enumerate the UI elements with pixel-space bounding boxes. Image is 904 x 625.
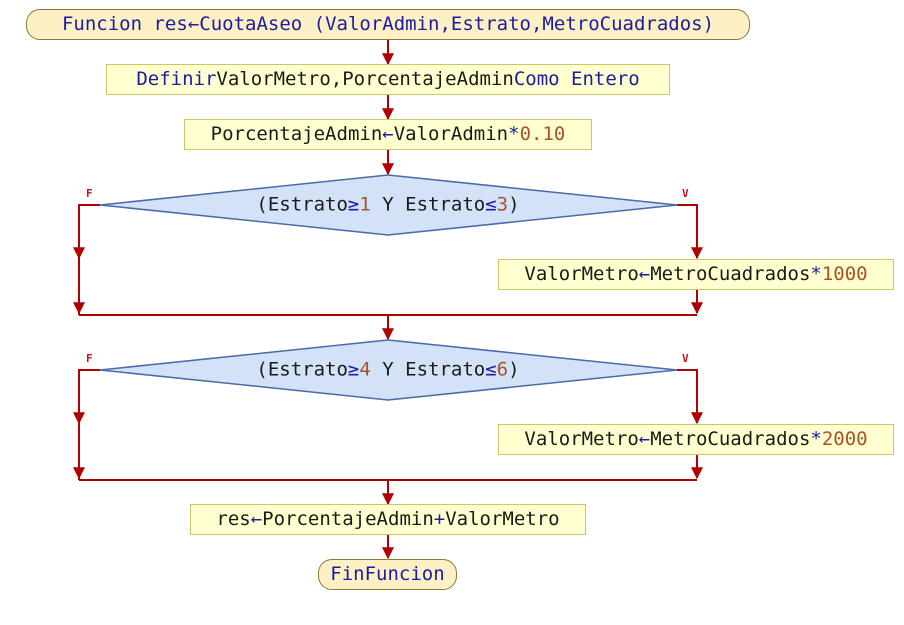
decision2-op-gte: ≥ xyxy=(347,358,360,381)
assign-arrow: ← xyxy=(250,508,263,530)
end-function-terminal: FinFuncion xyxy=(318,559,457,590)
assign-valor2-expr: MetroCuadrados xyxy=(650,428,811,450)
assign-porcentaje-expr: ValorAdmin xyxy=(393,123,509,145)
connector-decision1-false xyxy=(78,204,100,315)
decision1-num-low: 1 xyxy=(359,193,371,216)
assign-porcentaje-target: PorcentajeAdmin xyxy=(210,123,383,145)
decision2-false-label: F xyxy=(86,352,93,365)
decision1-text-3: ) xyxy=(508,193,520,216)
decision1-text-1: (Estrato xyxy=(256,193,348,216)
decision2-num-low: 4 xyxy=(359,358,371,381)
header-text-2: CuotaAseo (ValorAdmin,Estrato,MetroCuadr… xyxy=(199,13,715,35)
decision2-num-high: 6 xyxy=(496,358,509,381)
assign-valor-metro-1000-box: ValorMetro ← MetroCuadrados*1000 xyxy=(498,259,894,290)
decision2-true-label: V xyxy=(682,352,689,365)
decision1-text-2: Y Estrato xyxy=(370,193,486,216)
multiply-operator: * xyxy=(810,428,822,450)
decision1-op-lte: ≤ xyxy=(485,193,497,216)
plus-operator: + xyxy=(433,508,446,530)
decision1-diamond xyxy=(99,174,678,236)
decision2-condition: (Estrato≥4 Y Estrato≤6) xyxy=(256,358,520,381)
assign-valor1-expr: MetroCuadrados xyxy=(650,263,811,285)
percent-constant: 0.10 xyxy=(519,123,566,145)
assign-res-box: res ← PorcentajeAdmin+ValorMetro xyxy=(190,504,586,535)
define-keyword: Definir xyxy=(136,68,217,90)
decision2-op-lte: ≤ xyxy=(485,358,497,381)
assign-valor-metro-2000-box: ValorMetro ← MetroCuadrados*2000 xyxy=(498,424,894,455)
end-function-label: FinFuncion xyxy=(330,563,445,585)
decision2-text-2: Y Estrato xyxy=(370,358,486,381)
multiply-operator: * xyxy=(508,123,520,145)
function-header: Funcion res ← CuotaAseo (ValorAdmin,Estr… xyxy=(26,9,750,40)
define-variables: ValorMetro,PorcentajeAdmin xyxy=(216,68,514,90)
assign-valor1-target: ValorMetro xyxy=(524,263,639,285)
decision1-op-gte: ≥ xyxy=(347,193,360,216)
decision1-condition: (Estrato≥1 Y Estrato≤3) xyxy=(256,193,520,216)
decision1-true-label: V xyxy=(682,187,689,200)
multiply-operator: * xyxy=(810,263,822,285)
assign-res-expr-2: ValorMetro xyxy=(445,508,560,530)
header-text-1: Funcion res xyxy=(61,13,188,35)
connector-decision2-true xyxy=(677,369,698,423)
define-type-keyword: Como Entero xyxy=(513,68,640,90)
assign-res-target: res xyxy=(216,508,251,530)
assign-arrow: ← xyxy=(638,428,651,450)
assign-res-expr-1: PorcentajeAdmin xyxy=(262,508,434,530)
decision2-text-3: ) xyxy=(508,358,520,381)
assign-porcentaje-box: PorcentajeAdmin ← ValorAdmin*0.10 xyxy=(184,119,592,150)
assign-arrow: ← xyxy=(187,13,200,35)
decision2-text-1: (Estrato xyxy=(256,358,348,381)
decision2-diamond xyxy=(99,339,678,401)
connector-decision2-false xyxy=(78,369,100,480)
rate-1000: 1000 xyxy=(821,263,868,285)
connector-decision1-true xyxy=(677,204,698,258)
decision1-num-high: 3 xyxy=(496,193,509,216)
decision1-false-label: F xyxy=(86,187,93,200)
assign-arrow: ← xyxy=(382,123,394,145)
assign-valor2-target: ValorMetro xyxy=(524,428,639,450)
define-variables-box: Definir ValorMetro,PorcentajeAdmin Como … xyxy=(106,64,670,95)
assign-arrow: ← xyxy=(638,263,651,285)
rate-2000: 2000 xyxy=(821,428,868,450)
